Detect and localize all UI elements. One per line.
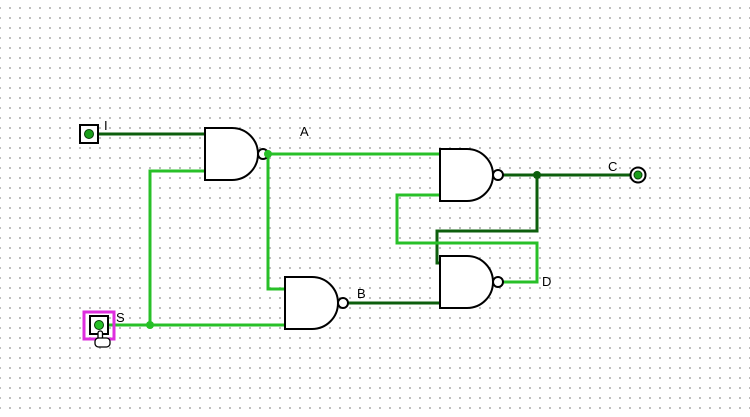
poke-cursor-palm (94, 337, 111, 348)
junction-net-a (264, 150, 272, 158)
wire-s-branch[interactable] (148, 169, 205, 325)
nand-gate-4[interactable] (439, 255, 504, 309)
wire-feedback-d-to-nand2[interactable] (395, 193, 539, 284)
pin-i-state-dot (84, 129, 94, 139)
junction-input-s (146, 321, 154, 329)
label-input-i: I (104, 118, 108, 133)
wires-low (98, 132, 630, 305)
nand-gate-3-body (284, 276, 339, 330)
label-input-s: S (116, 310, 125, 325)
poke-cursor-icon (94, 330, 111, 348)
label-net-d: D (542, 274, 551, 289)
junction-output-c (533, 171, 541, 179)
nand-gate-2-body (439, 148, 494, 202)
wires-high (108, 152, 539, 327)
nand-gate-3-bubble (337, 297, 349, 309)
input-pin-i[interactable] (79, 124, 99, 144)
nand-gate-1-body (204, 127, 259, 181)
pin-c-state-dot (633, 170, 643, 180)
wire-a-branch[interactable] (266, 154, 285, 291)
pin-s-state-dot (94, 320, 104, 330)
nand-gate-4-bubble (492, 276, 504, 288)
nand-gate-1[interactable] (204, 127, 269, 181)
nand-gate-3[interactable] (284, 276, 349, 330)
wire-feedback-c-to-nand4[interactable] (435, 175, 539, 265)
nand-gate-2[interactable] (439, 148, 504, 202)
nand-gate-4-body (439, 255, 494, 309)
label-net-b: B (357, 286, 366, 301)
output-pin-c[interactable] (629, 166, 647, 184)
label-net-a: A (300, 124, 309, 139)
label-output-c: C (608, 159, 617, 174)
nand-gate-2-bubble (492, 169, 504, 181)
